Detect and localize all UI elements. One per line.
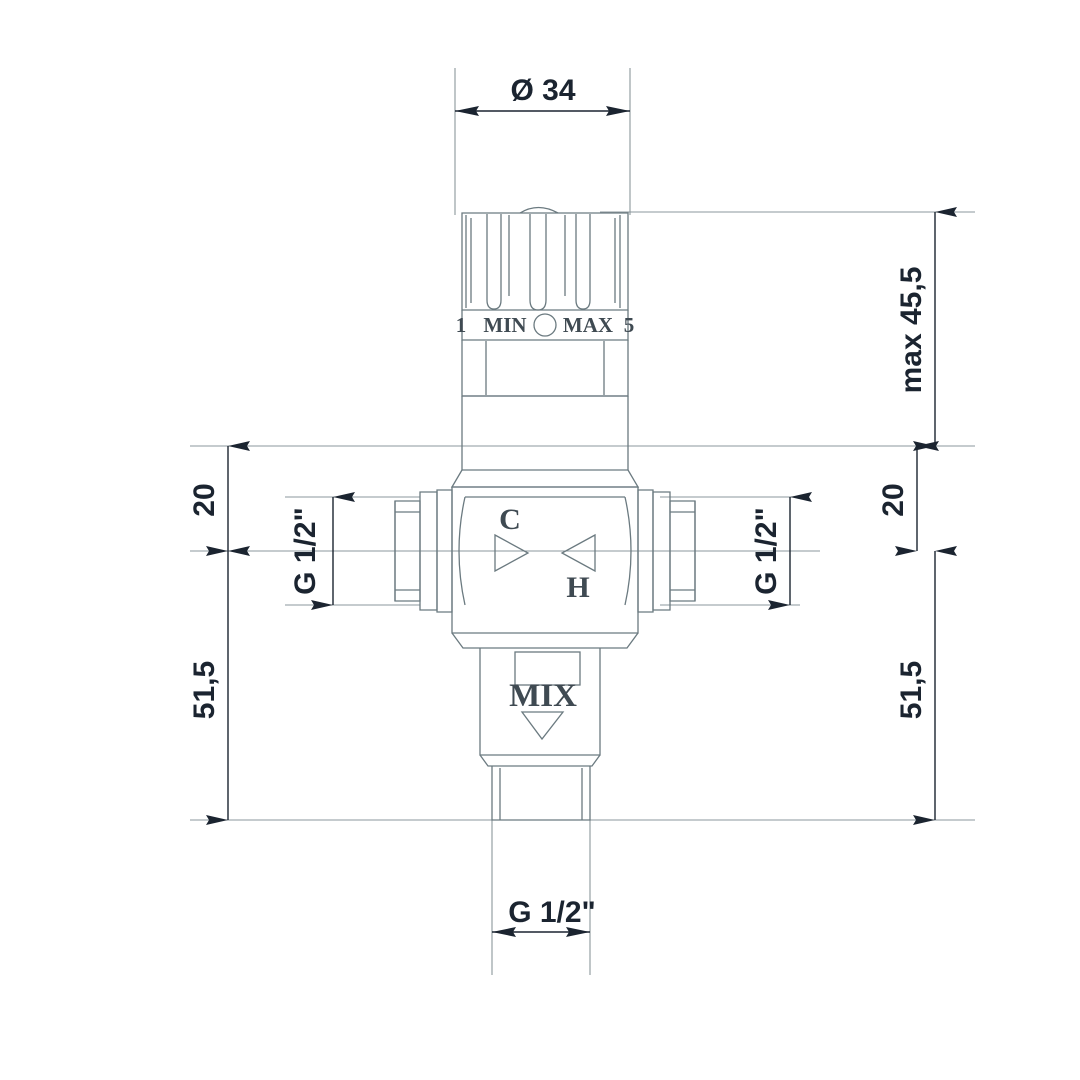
cold-inlet-port — [394, 489, 453, 613]
dim-bottom-outlet-thread: G 1/2" — [508, 896, 596, 929]
scale-min-number: 1 — [456, 313, 467, 337]
upper-collar — [461, 340, 629, 397]
mix-outlet-label: MIX — [509, 678, 577, 714]
hot-inlet-label: H — [566, 571, 589, 604]
dim-right-lower: 51,5 — [895, 661, 928, 719]
dim-left-lower: 51,5 — [188, 661, 221, 719]
dim-top-diameter: Ø 34 — [510, 74, 575, 107]
valve-neck — [450, 396, 640, 488]
mix-outlet-stub — [491, 766, 591, 821]
dim-right-upper: 20 — [877, 483, 910, 516]
mix-outlet-chamber — [479, 648, 601, 767]
scale-max-number: 5 — [624, 313, 635, 337]
valve-geometry — [190, 68, 975, 975]
flow-arrow-hot — [560, 533, 596, 573]
adjustment-knob — [461, 206, 629, 311]
flow-arrow-mix — [520, 711, 565, 741]
dim-left-port-thread: G 1/2" — [289, 507, 322, 595]
dim-right-port-thread: G 1/2" — [750, 507, 783, 595]
hot-inlet-port — [637, 489, 696, 613]
dim-right-max-height: max 45,5 — [895, 267, 928, 394]
cold-inlet-label: C — [499, 503, 521, 536]
scale-min-label: MIN — [483, 313, 526, 337]
flow-arrow-cold — [494, 533, 530, 573]
scale-band — [461, 310, 629, 341]
dimension-lines — [206, 106, 957, 937]
scale-max-label: MAX — [563, 313, 613, 337]
valve-body — [451, 486, 639, 649]
dim-left-upper: 20 — [188, 483, 221, 516]
